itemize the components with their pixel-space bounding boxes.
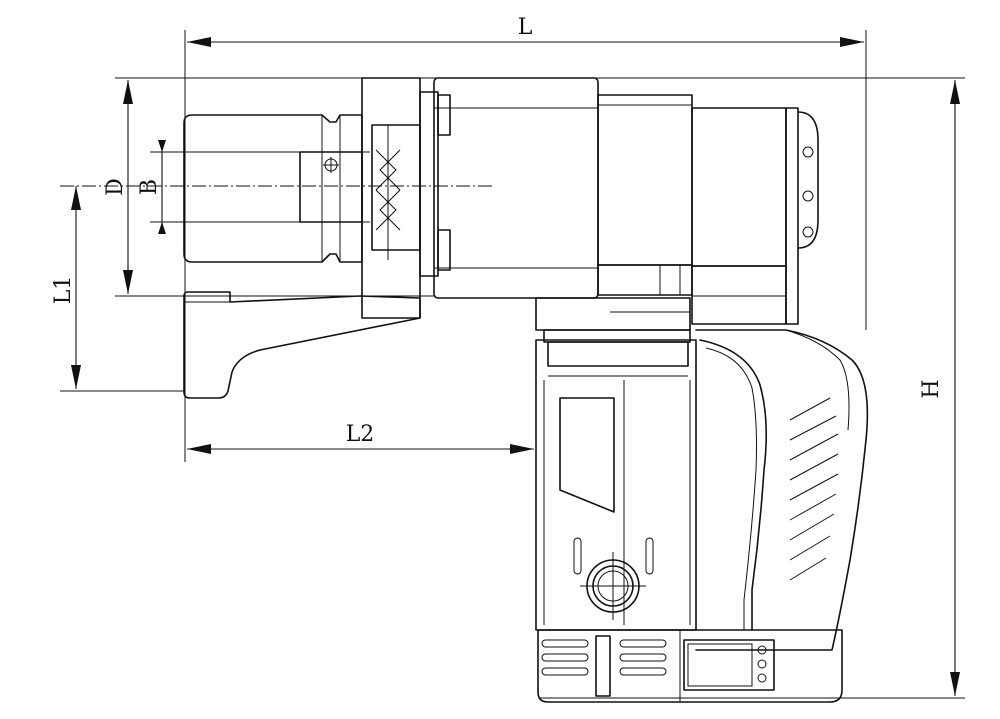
label-B: B — [137, 179, 162, 195]
dimension-L — [187, 37, 864, 47]
dimension-L1 — [71, 186, 81, 389]
label-L2: L2 — [346, 422, 375, 447]
label-L1: L1 — [51, 276, 76, 305]
motor-body — [535, 339, 697, 631]
handle-grip — [695, 329, 869, 651]
reaction-arm — [183, 291, 421, 399]
reaction-plate — [361, 77, 421, 319]
dimension-D — [123, 80, 133, 294]
dimension-H — [950, 80, 960, 696]
dimension-L2 — [187, 444, 534, 454]
label-D: D — [103, 178, 128, 196]
gear-reducer — [597, 94, 693, 296]
label-L: L — [518, 15, 533, 40]
neck — [535, 297, 691, 343]
base-housing — [537, 629, 843, 703]
gear-head-housing — [419, 77, 599, 299]
grip-grooves — [789, 397, 839, 581]
square-drive-socket — [183, 114, 363, 263]
motor-end-cap — [691, 107, 819, 325]
extension-lines — [60, 30, 965, 699]
dimension-B — [158, 140, 166, 234]
label-H: H — [919, 379, 944, 398]
